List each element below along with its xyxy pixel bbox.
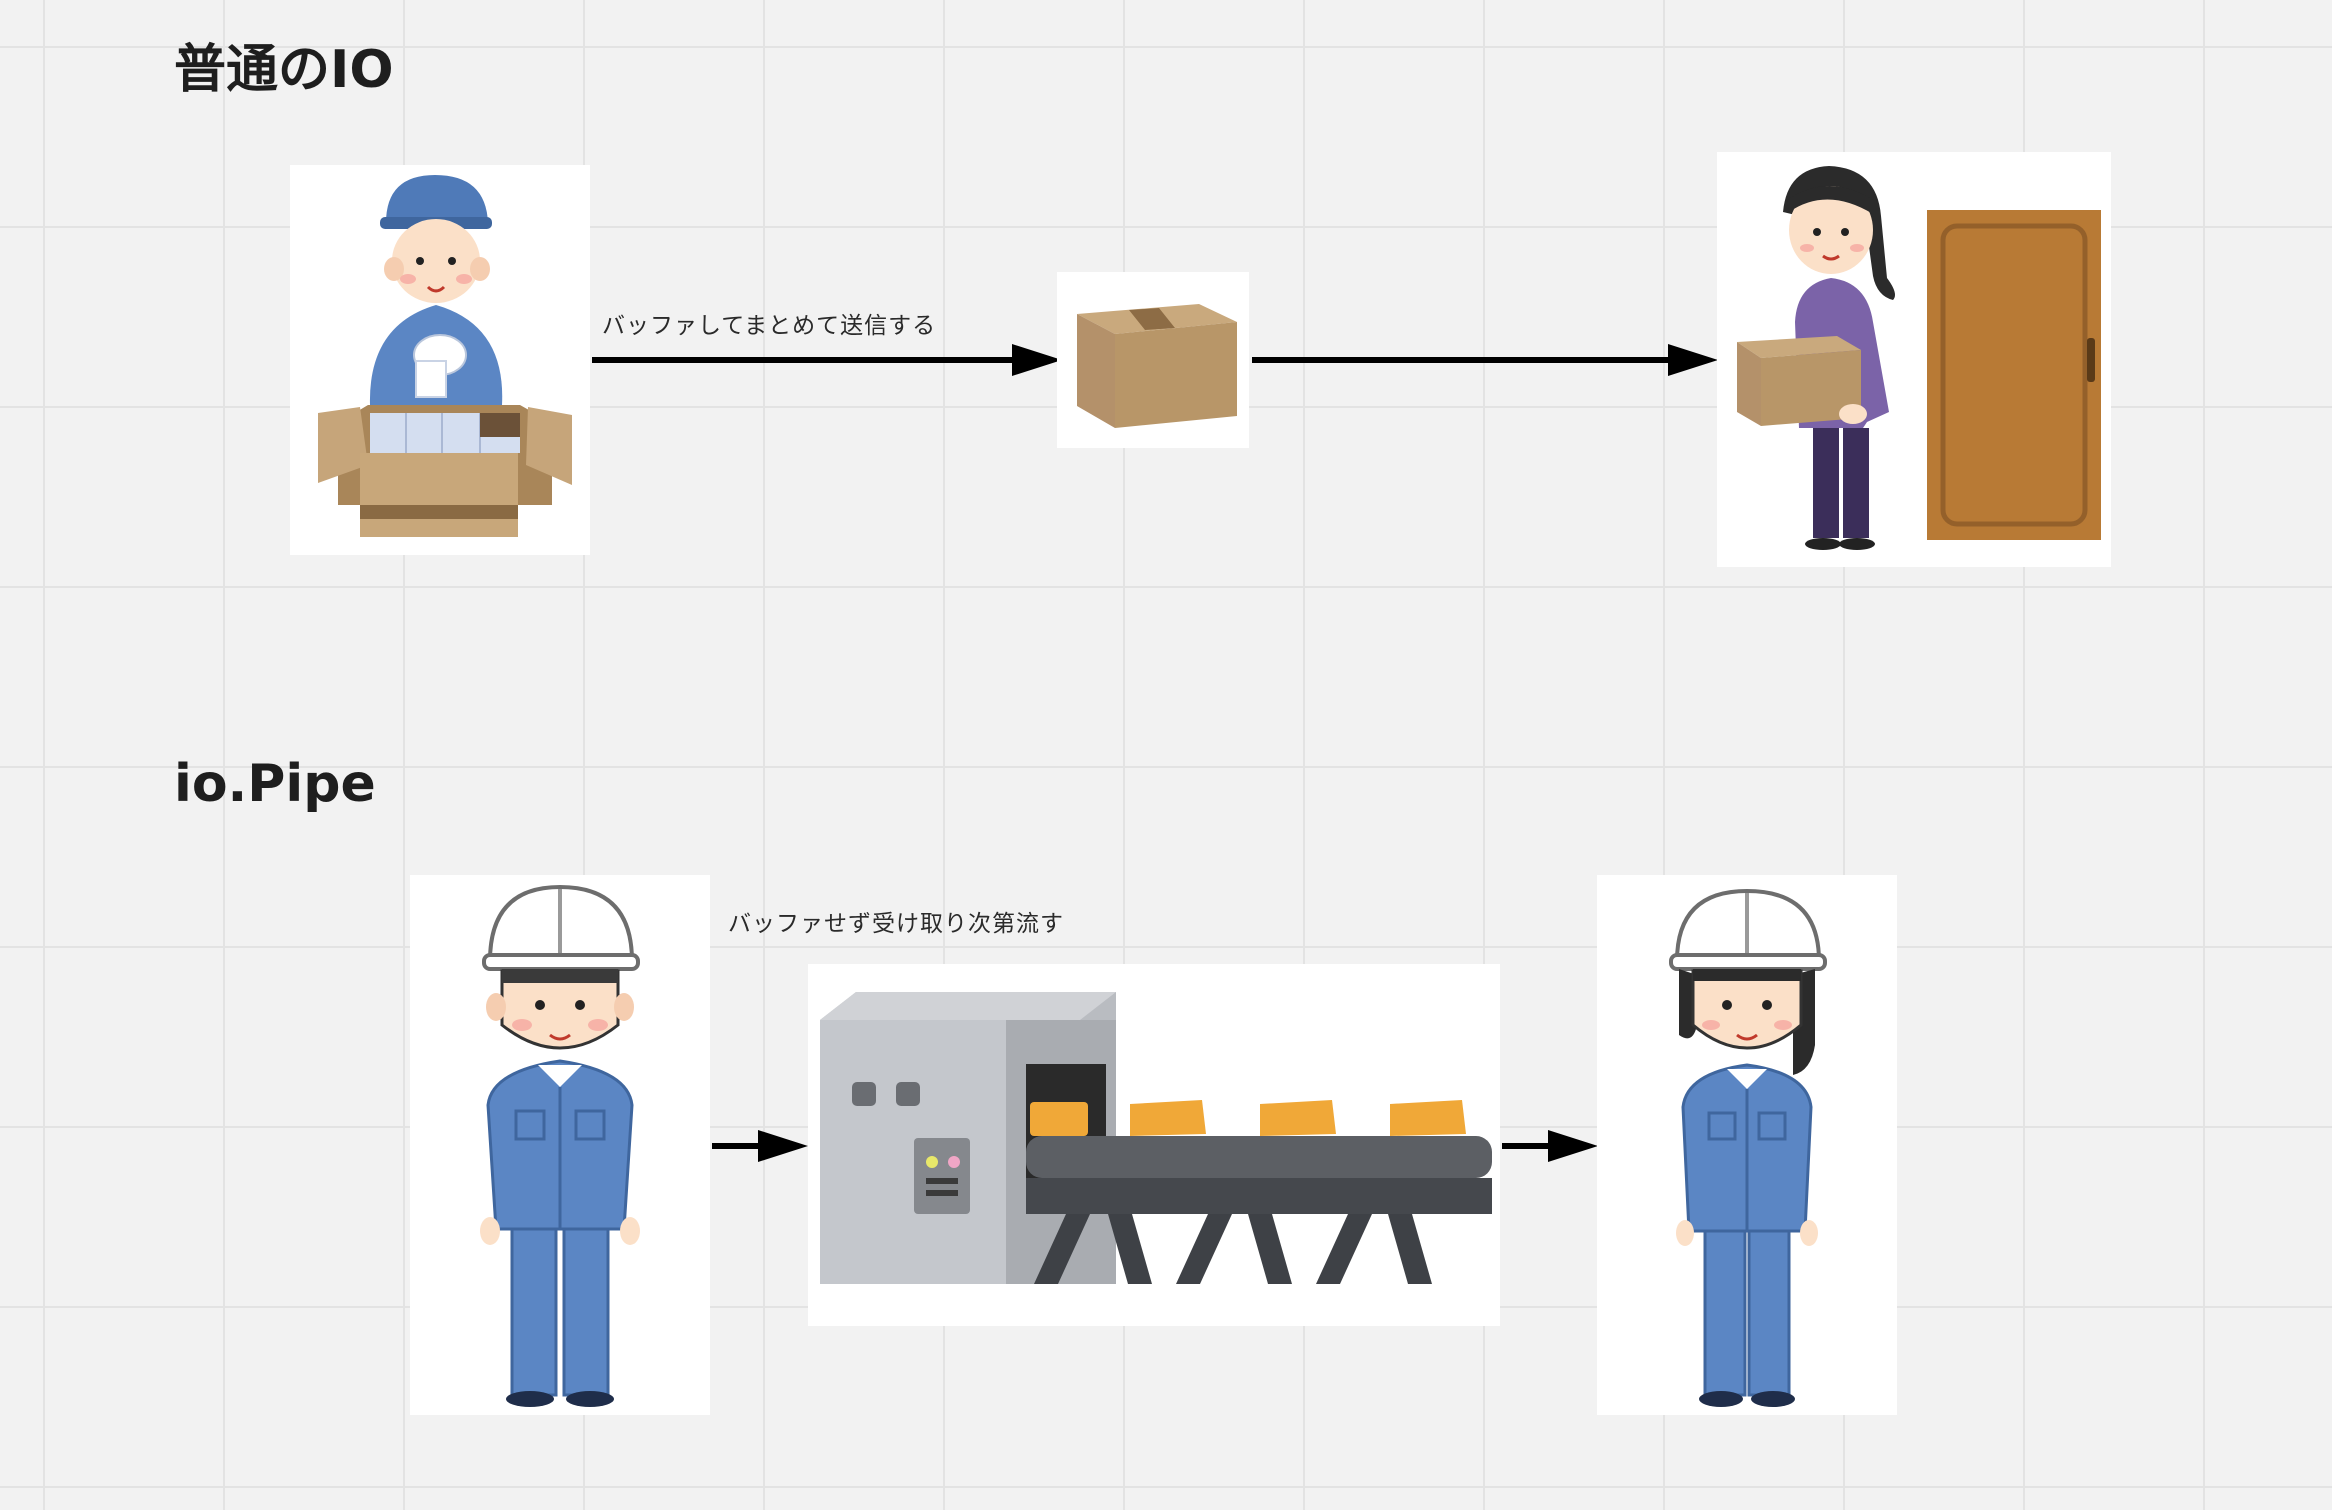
helmet-worker-card [410, 875, 710, 1415]
cardboard-box-icon [1077, 304, 1237, 428]
arrow-out-of-pipe [1502, 1130, 1598, 1162]
conveyor-machine-card [808, 964, 1500, 1326]
caption-buffered-send: バッファしてまとめて送信する [602, 313, 937, 339]
helmet-worker-icon [480, 884, 640, 1407]
recipient-at-door-icon [1737, 166, 2101, 550]
section-title-normal-io: 普通のIO [174, 40, 394, 100]
arrow-buffered-send [592, 344, 1062, 376]
packing-worker-icon [318, 175, 572, 537]
helmet-worker-woman-card [1597, 875, 1897, 1415]
conveyor-machine-icon [820, 992, 1492, 1284]
cardboard-box-card [1057, 272, 1249, 448]
packing-worker-card [290, 165, 590, 555]
section-title-io-pipe: io.Pipe [174, 754, 376, 814]
arrow-deliver [1252, 344, 1718, 376]
recipient-at-door-card [1717, 152, 2111, 567]
helmet-worker-woman-icon [1669, 888, 1827, 1407]
arrow-into-pipe [712, 1130, 808, 1162]
caption-stream-through: バッファせず受け取り次第流す [728, 911, 1064, 937]
